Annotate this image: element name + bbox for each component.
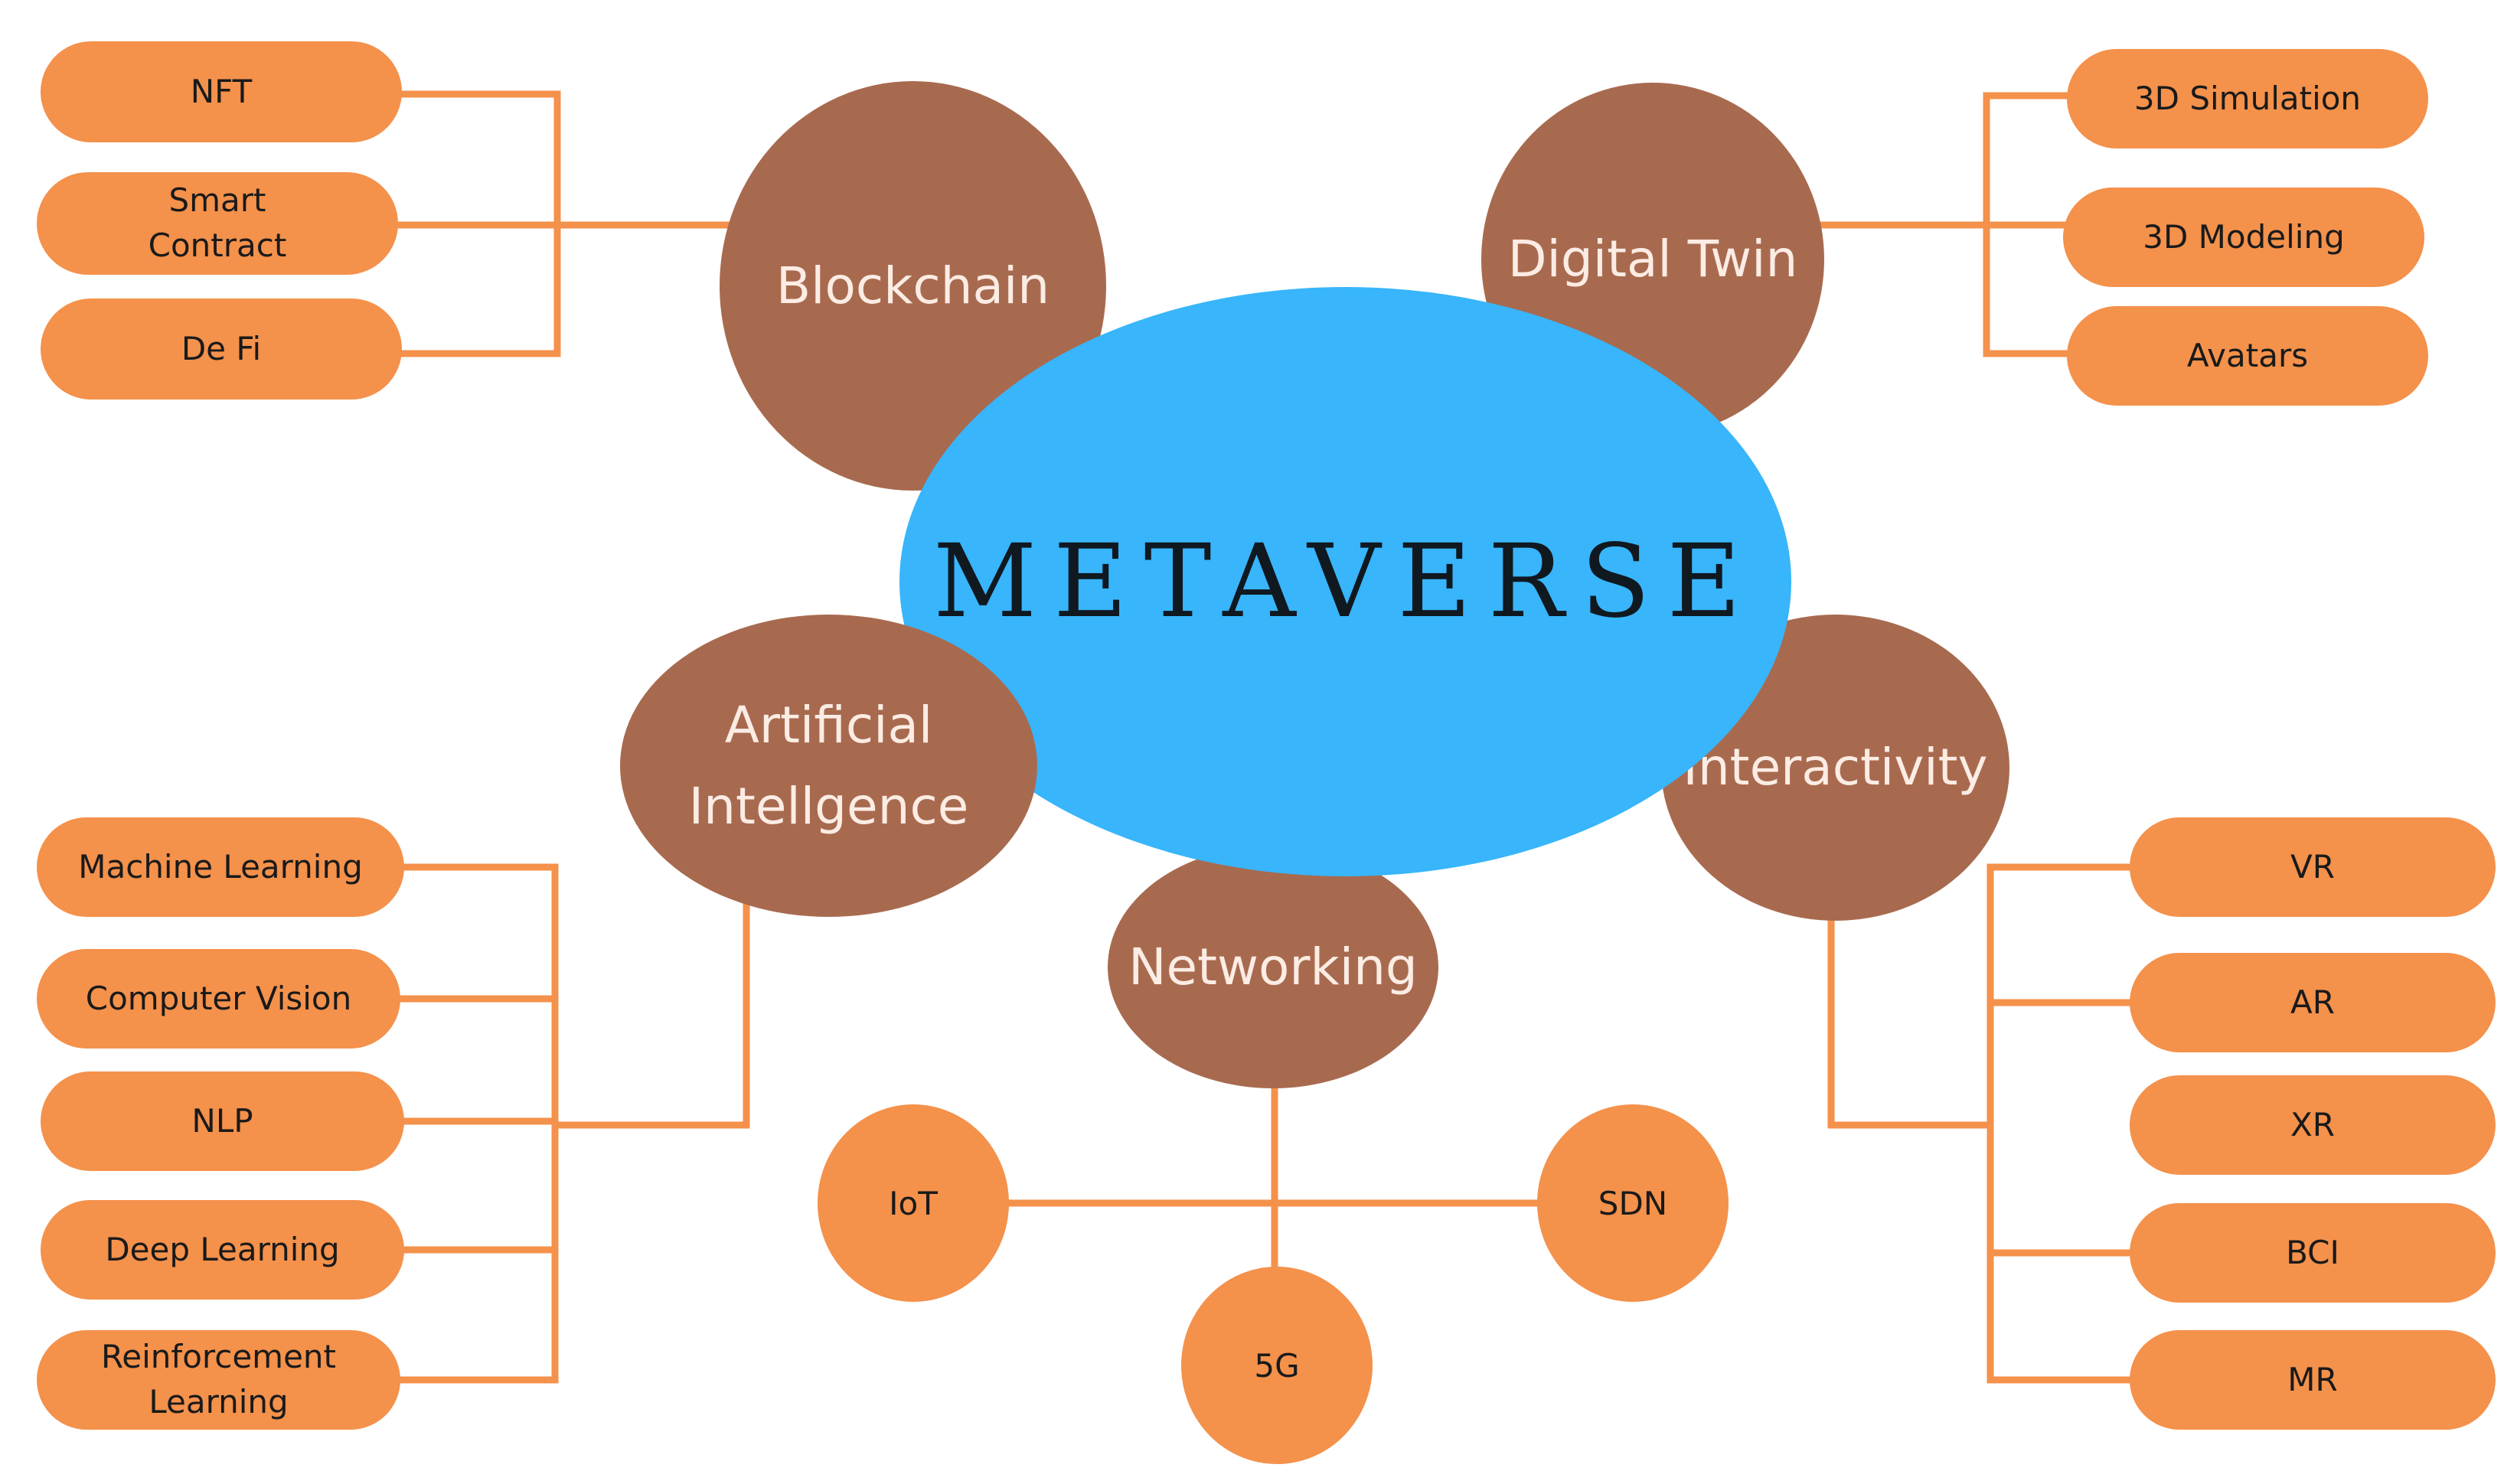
topic-blockchain-label: Blockchain xyxy=(775,256,1050,315)
leaf-deep-learning-label: Deep Learning xyxy=(105,1230,340,1268)
leaf-defi: De Fi xyxy=(41,298,402,400)
leaf-defi-label: De Fi xyxy=(181,329,262,367)
leaf-iot: IoT xyxy=(818,1104,1009,1302)
leaf-nft-label: NFT xyxy=(190,72,253,110)
leaf-ar-label: AR xyxy=(2290,983,2335,1021)
leaf-bci: BCI xyxy=(2130,1203,2496,1303)
leaf-3d-modeling-label: 3D Modeling xyxy=(2143,217,2345,256)
leaf-smart-contract-line1: Smart xyxy=(168,181,266,220)
metaverse-core: METAVERSE xyxy=(899,287,1791,876)
topic-ai: Artificial Intellgence xyxy=(620,615,1037,917)
leaf-reinforcement-learning-line1: Reinforcement xyxy=(100,1338,337,1376)
leaf-nft: NFT xyxy=(41,41,402,142)
leaf-vr-label: VR xyxy=(2290,847,2335,886)
topic-ai-line1: Artificial xyxy=(724,695,933,755)
topic-ai-line2: Intellgence xyxy=(688,776,969,836)
leaf-reinforcement-learning: Reinforcement Learning xyxy=(37,1330,400,1430)
topic-interactivity-label: Interactivity xyxy=(1683,738,1988,797)
leaf-mr: MR xyxy=(2130,1330,2496,1430)
leaf-smart-contract: Smart Contract xyxy=(37,172,398,275)
leaf-bci-label: BCI xyxy=(2286,1233,2339,1271)
leaf-vr: VR xyxy=(2130,817,2496,917)
metaverse-title: METAVERSE xyxy=(933,523,1758,641)
leaf-machine-learning: Machine Learning xyxy=(37,817,404,917)
leaf-computer-vision-label: Computer Vision xyxy=(85,979,352,1017)
leaf-xr-label: XR xyxy=(2290,1105,2335,1143)
leaf-avatars-label: Avatars xyxy=(2186,336,2309,374)
leaf-3d-simulation: 3D Simulation xyxy=(2067,49,2428,148)
leaf-avatars: Avatars xyxy=(2067,306,2428,406)
topic-networking: Networking xyxy=(1108,846,1438,1088)
topic-blockchain: Blockchain xyxy=(720,81,1106,491)
leaf-3d-simulation-label: 3D Simulation xyxy=(2133,79,2362,117)
leaf-sdn: SDN xyxy=(1537,1104,1729,1302)
leaf-smart-contract-line2: Contract xyxy=(148,227,287,264)
leaf-ar: AR xyxy=(2130,953,2496,1052)
leaf-5g: 5G xyxy=(1181,1267,1373,1464)
leaf-iot-label: IoT xyxy=(889,1184,938,1222)
leaf-computer-vision: Computer Vision xyxy=(37,949,400,1049)
topic-digital-twin-label: Digital Twin xyxy=(1507,230,1798,289)
leaf-3d-modeling: 3D Modeling xyxy=(2063,188,2424,287)
leaf-machine-learning-label: Machine Learning xyxy=(78,847,363,886)
leaf-nlp: NLP xyxy=(41,1071,404,1171)
leaf-xr: XR xyxy=(2130,1075,2496,1175)
leaf-reinforcement-learning-line2: Learning xyxy=(149,1383,289,1420)
leaf-nlp-label: NLP xyxy=(191,1101,253,1140)
leaf-mr-label: MR xyxy=(2287,1360,2338,1398)
leaf-deep-learning: Deep Learning xyxy=(41,1200,404,1300)
leaf-sdn-label: SDN xyxy=(1598,1184,1668,1222)
leaf-5g-label: 5G xyxy=(1254,1346,1300,1385)
topic-networking-label: Networking xyxy=(1128,937,1418,996)
